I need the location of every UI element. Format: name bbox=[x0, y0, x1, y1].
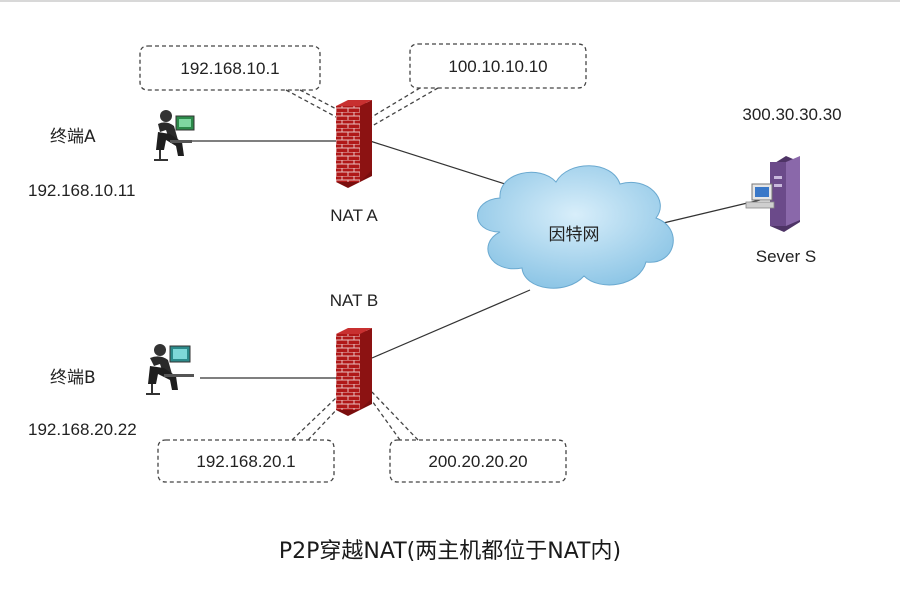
server-icon bbox=[745, 156, 800, 232]
terminal-a-icon bbox=[154, 110, 195, 161]
link-nat-b-internet bbox=[371, 289, 531, 359]
server-label: Sever S bbox=[756, 247, 816, 266]
nat-a-inner-ip: 192.168.10.1 bbox=[180, 59, 279, 78]
nat-a-outer-ip: 100.10.10.10 bbox=[448, 57, 547, 76]
terminal-a-label: 终端A bbox=[50, 127, 96, 147]
terminal-b-ip: 192.168.20.22 bbox=[28, 420, 137, 439]
callout-nat-a-inner bbox=[139, 45, 343, 119]
nat-b-outer-ip: 200.20.20.20 bbox=[428, 452, 527, 471]
terminal-b-icon bbox=[146, 344, 194, 395]
firewall-nat-b-icon bbox=[336, 328, 372, 416]
nat-b-inner-ip: 192.168.20.1 bbox=[196, 452, 295, 471]
internet-cloud-icon bbox=[477, 165, 674, 289]
firewall-nat-a-icon bbox=[336, 100, 372, 188]
terminal-b-label: 终端B bbox=[50, 368, 96, 388]
diagram-caption: P2P穿越NAT(两主机都位于NAT内) bbox=[279, 539, 621, 564]
callout-nat-b-outer bbox=[369, 391, 567, 483]
connections bbox=[190, 140, 761, 379]
server-ip: 300.30.30.30 bbox=[742, 105, 841, 124]
internet-label: 因特网 bbox=[549, 225, 600, 245]
top-divider bbox=[0, 0, 900, 2]
link-internet-server bbox=[654, 199, 761, 226]
callout-nat-a-outer bbox=[369, 43, 587, 127]
nat-b-label: NAT B bbox=[330, 291, 379, 310]
nat-a-label: NAT A bbox=[330, 206, 378, 225]
terminal-a-ip: 192.168.10.11 bbox=[28, 181, 135, 200]
callout-nat-b-inner bbox=[157, 397, 341, 483]
link-nat-a-internet bbox=[369, 140, 531, 193]
